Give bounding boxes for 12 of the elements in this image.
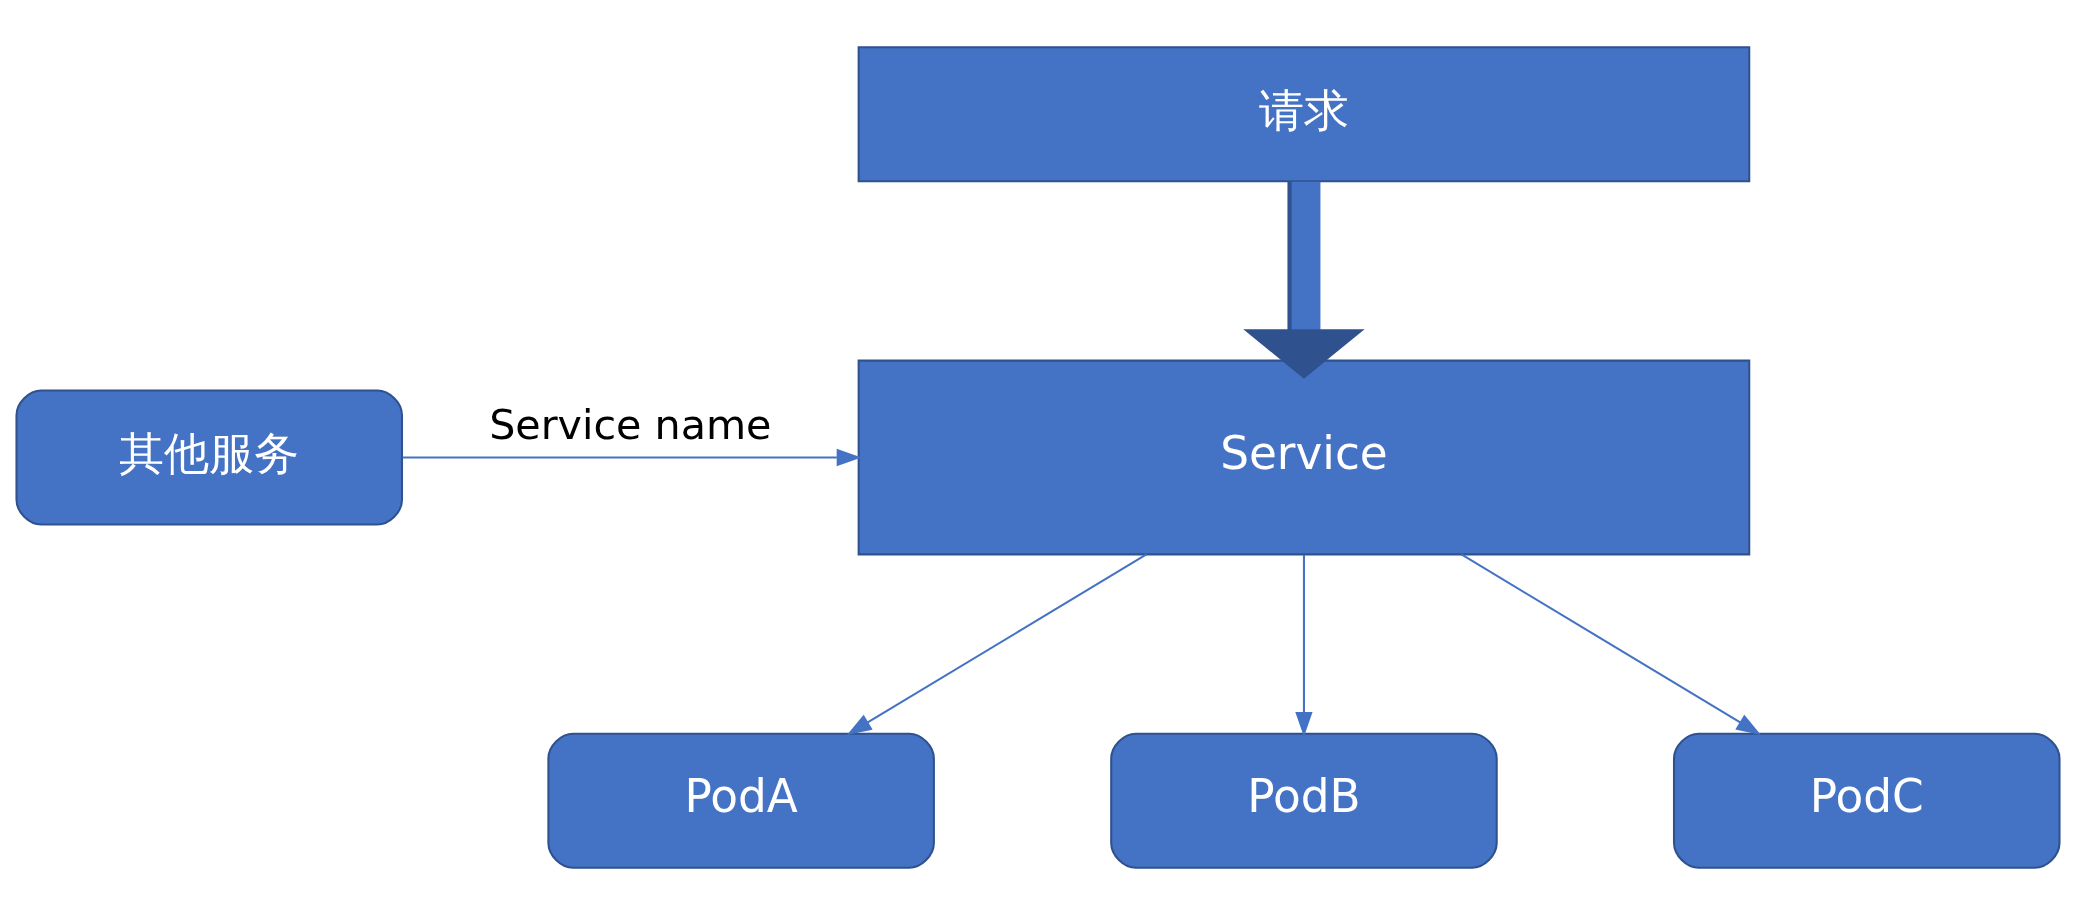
node-box: 其他服务 xyxy=(15,388,404,526)
arrow xyxy=(402,448,862,466)
edge-label: Service name xyxy=(489,400,772,449)
arrow xyxy=(1460,553,1761,735)
node-box: PodC xyxy=(1672,732,2061,869)
arrow xyxy=(1243,181,1365,379)
arrow xyxy=(846,553,1147,735)
node-box: PodB xyxy=(1110,732,1498,869)
arrow xyxy=(1295,554,1313,737)
node-box: Service xyxy=(857,359,1751,555)
node-box: 请求 xyxy=(857,45,1751,182)
node-box: PodA xyxy=(547,732,935,869)
